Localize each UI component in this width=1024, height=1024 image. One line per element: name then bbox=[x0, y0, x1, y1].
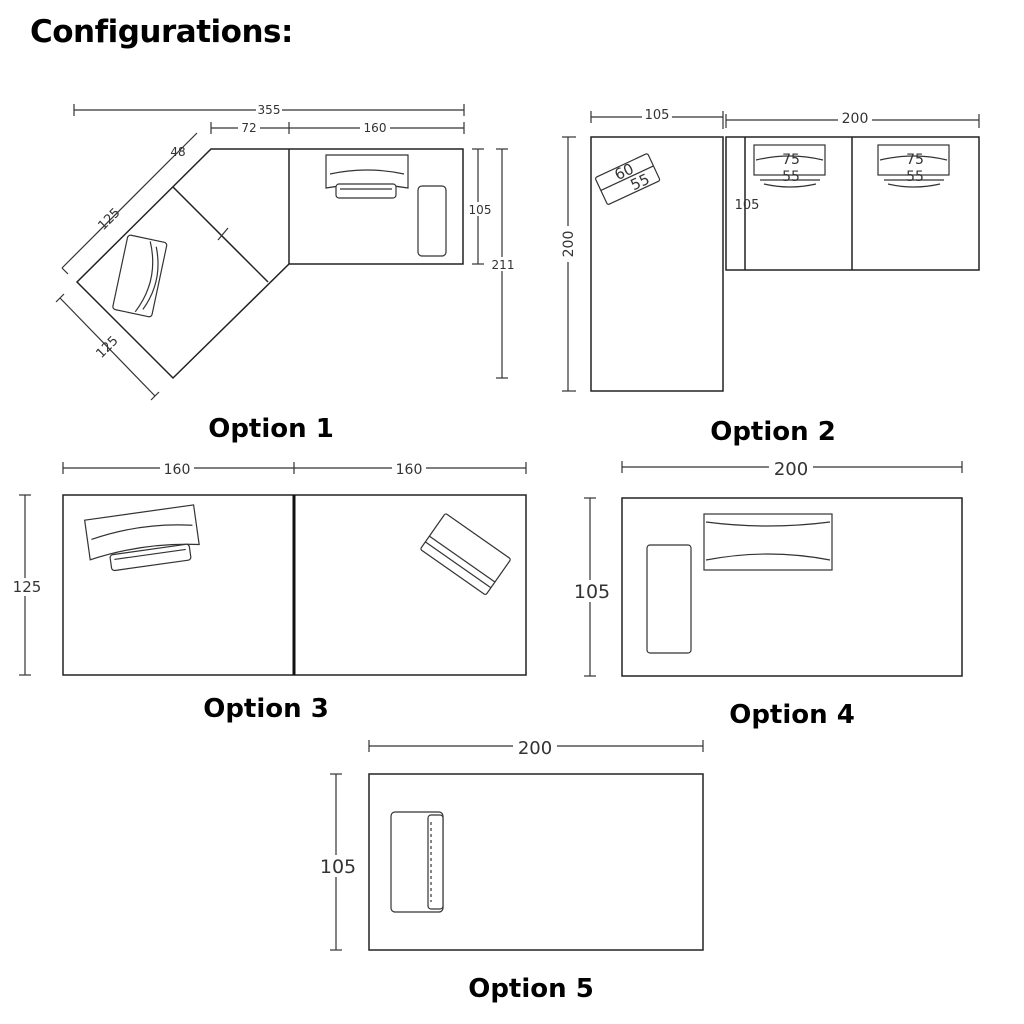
option-4-caption: Option 4 bbox=[729, 700, 855, 730]
chair-icon bbox=[112, 234, 168, 318]
option-2-cabinet-1-a: 75 bbox=[782, 152, 800, 168]
option-4-diagram: 200 105 bbox=[572, 458, 963, 677]
option-3-left-width: 160 bbox=[164, 462, 191, 478]
option-3-height: 125 bbox=[13, 578, 42, 596]
option-4-width: 200 bbox=[774, 459, 808, 480]
option-2-left-height: 200 bbox=[561, 231, 577, 258]
option-2-right-width: 200 bbox=[842, 111, 869, 127]
cabinet-1-icon: 75 55 bbox=[753, 144, 826, 188]
option-1-diag-top: 125 bbox=[95, 205, 123, 233]
drawer-unit-icon bbox=[420, 513, 511, 595]
option-2-caption: Option 2 bbox=[710, 417, 836, 447]
option-2-right-height: 105 bbox=[735, 198, 760, 213]
chair-icon: 60 55 bbox=[595, 153, 661, 205]
option-2-cabinet-2-b: 55 bbox=[906, 169, 924, 185]
pedestal-icon bbox=[417, 185, 447, 257]
option-1-depth: 105 bbox=[469, 203, 492, 217]
drawer-unit-icon bbox=[703, 513, 833, 571]
option-1-caption: Option 1 bbox=[208, 414, 334, 444]
option-3-right-width: 160 bbox=[396, 462, 423, 478]
pedestal-icon bbox=[646, 544, 692, 654]
chair-icon bbox=[390, 811, 444, 913]
option-1-corner: 48 bbox=[170, 145, 185, 159]
cabinet-2-icon: 75 55 bbox=[877, 144, 950, 188]
option-1-segment-b: 160 bbox=[364, 121, 387, 135]
drawer-unit-icon bbox=[83, 504, 200, 572]
option-2-left-width: 105 bbox=[645, 108, 670, 123]
option-1-total-width: 355 bbox=[258, 103, 281, 117]
page-title: Configurations: bbox=[30, 14, 293, 50]
drawer-unit-icon bbox=[325, 154, 409, 199]
option-5-width: 200 bbox=[518, 738, 552, 759]
option-1-segment-a: 72 bbox=[241, 121, 256, 135]
option-1-diagram: 355 72 160 48 125 125 105 211 bbox=[55, 102, 516, 401]
option-5-caption: Option 5 bbox=[468, 974, 594, 1004]
option-3-diagram: 160 160 125 bbox=[10, 461, 527, 676]
option-3-caption: Option 3 bbox=[203, 694, 329, 724]
option-2-cabinet-1-b: 55 bbox=[782, 169, 800, 185]
option-5-diagram: 200 105 bbox=[318, 737, 704, 951]
option-2-diagram: 105 200 200 105 60 55 75 55 bbox=[559, 108, 980, 392]
option-4-height: 105 bbox=[574, 581, 610, 603]
option-5-height: 105 bbox=[320, 856, 356, 878]
option-2-cabinet-2-a: 75 bbox=[906, 152, 924, 168]
option-1-height: 211 bbox=[492, 258, 515, 272]
